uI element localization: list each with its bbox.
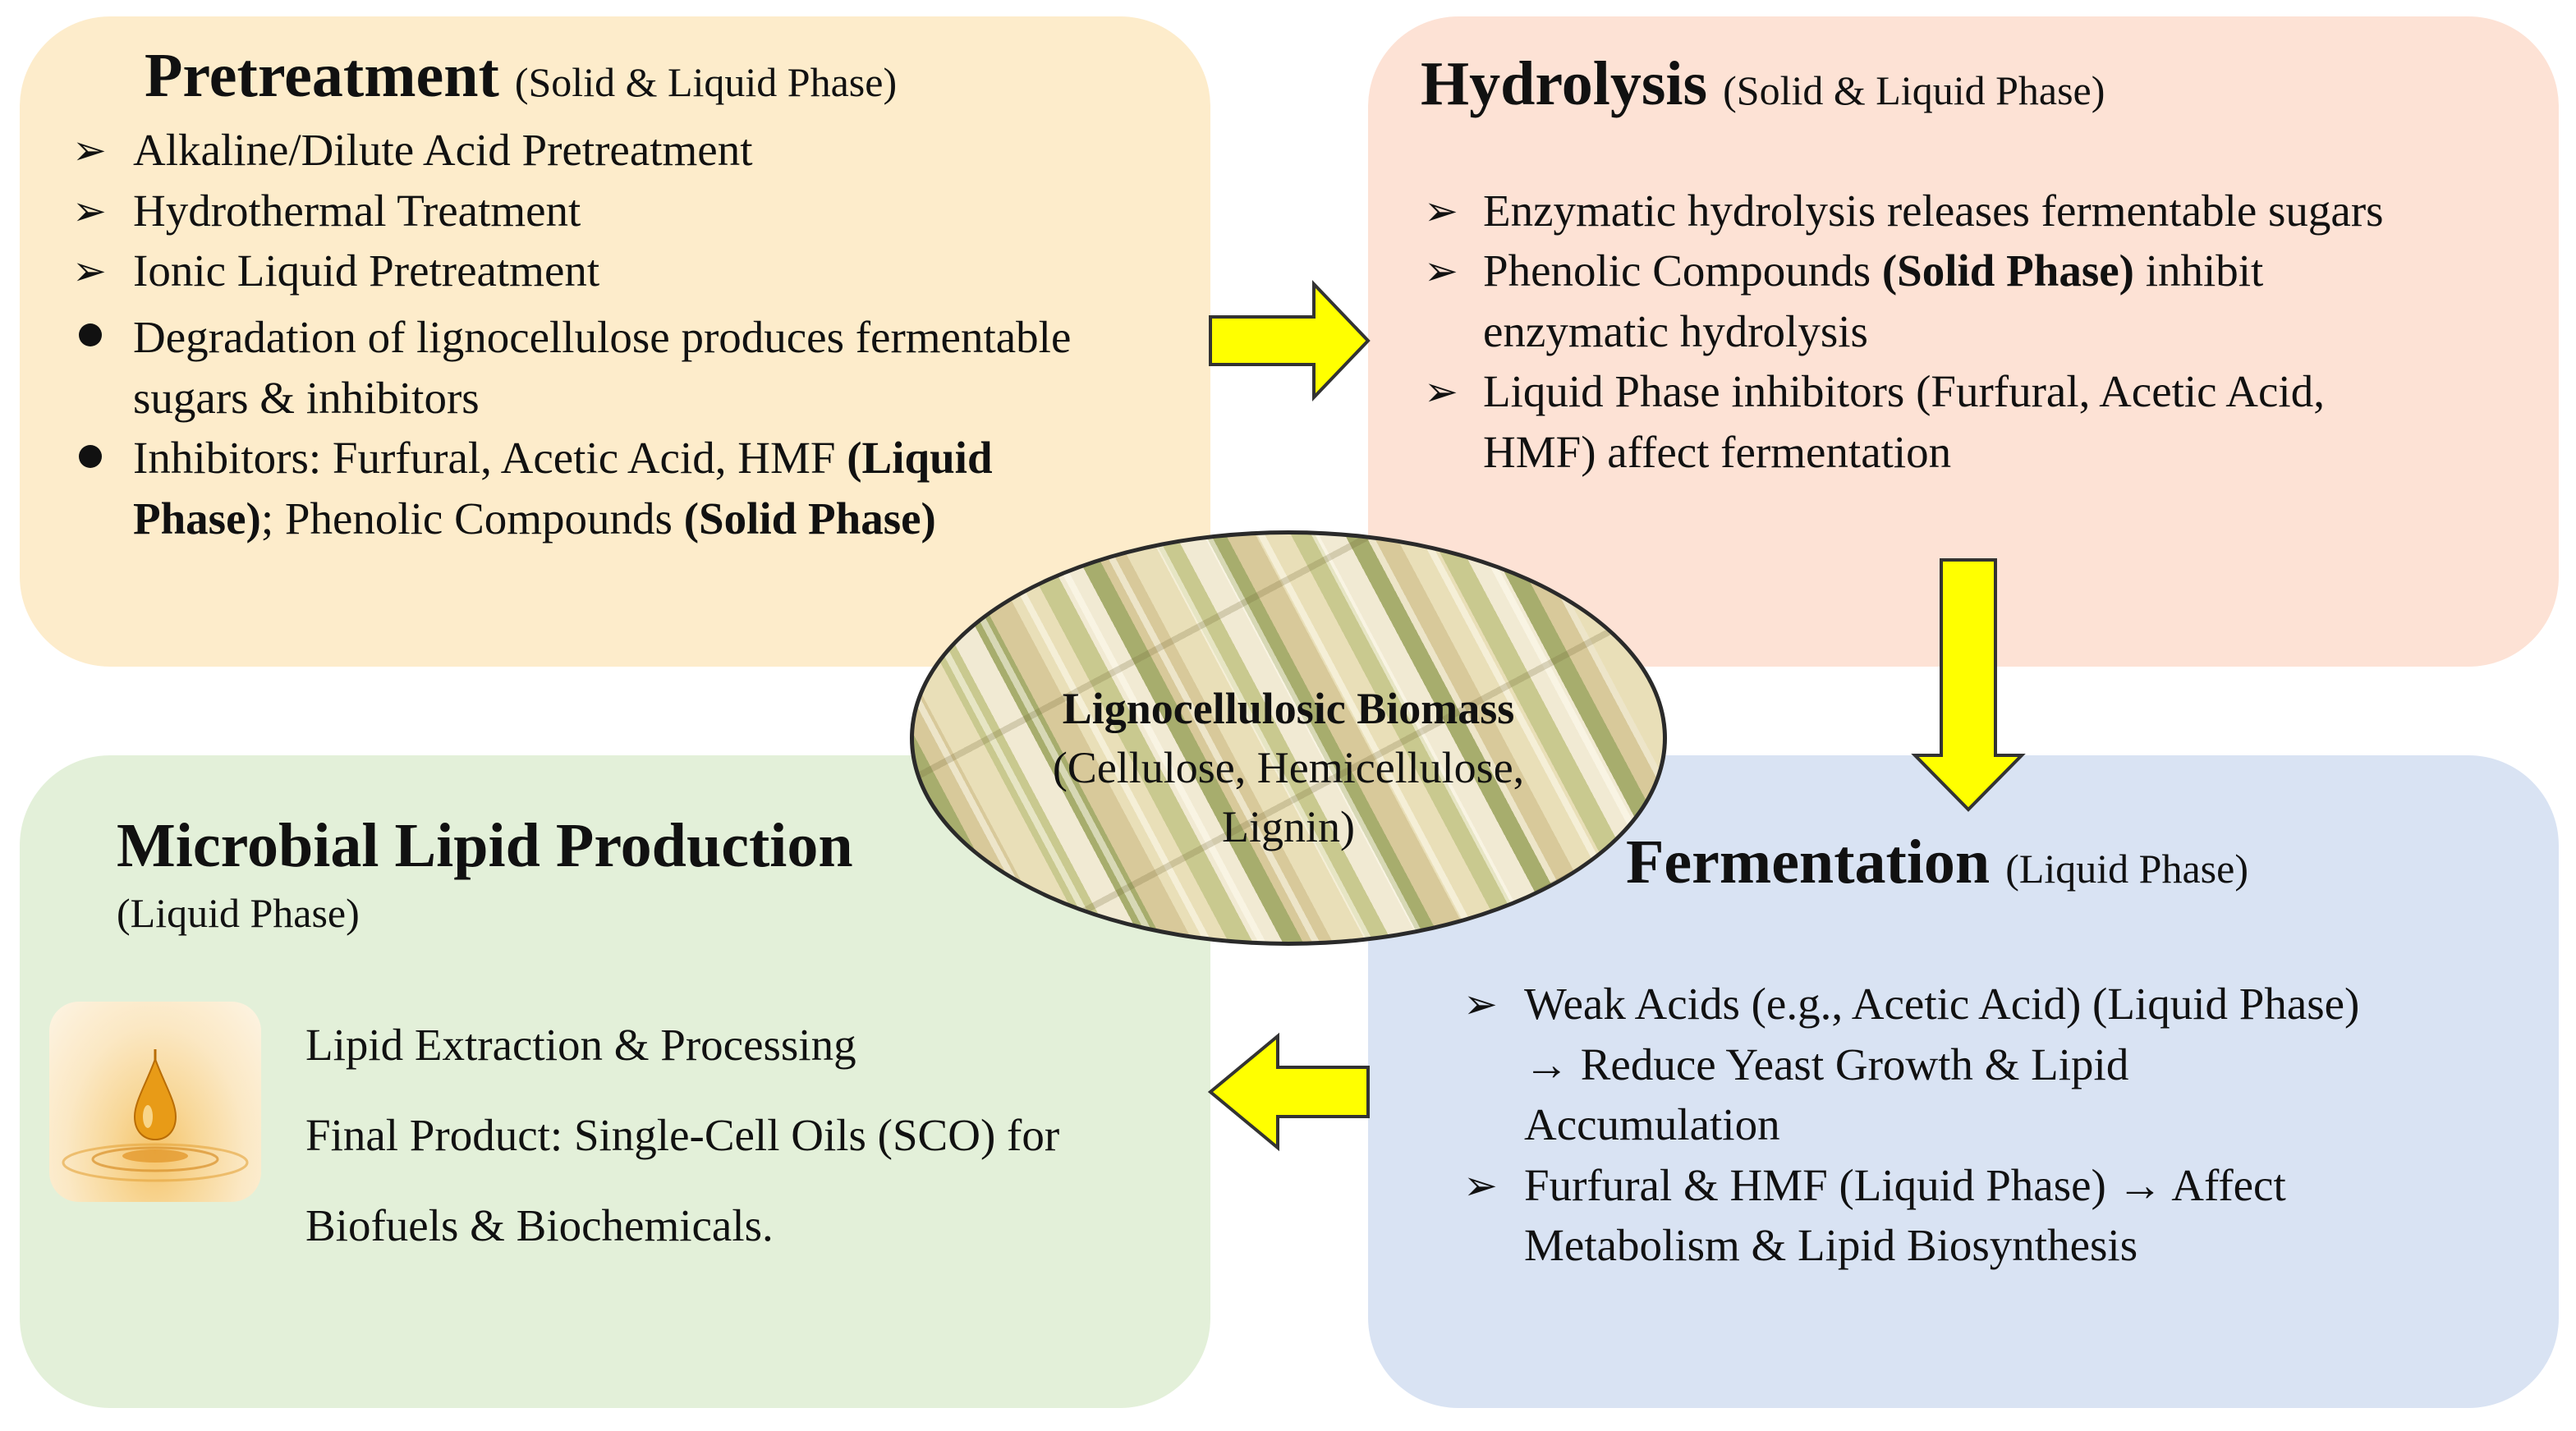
arrow-bullet-icon: ➢ xyxy=(72,248,107,294)
hydrolysis-subtitle: (Solid & Liquid Phase) xyxy=(1723,67,2105,113)
arrow-bullet-icon: ➢ xyxy=(72,188,107,234)
fermentation-item-2-line-2: Metabolism & Lipid Biosynthesis xyxy=(1524,1220,2138,1270)
lipid-line-1: Lipid Extraction & Processing xyxy=(305,1020,856,1070)
arrow-bullet-icon: ➢ xyxy=(1463,981,1498,1027)
arrow-bullet-icon: ➢ xyxy=(72,127,107,173)
lipid-subtitle: (Liquid Phase) xyxy=(117,890,360,936)
fermentation-title: Fermentation (Liquid Phase) xyxy=(1626,828,2248,897)
pretreatment-item-3: Ionic Liquid Pretreatment xyxy=(133,245,600,296)
fermentation-item-1-line-1: Weak Acids (e.g., Acetic Acid) (Liquid P… xyxy=(1524,979,2360,1029)
bullet-dot-icon xyxy=(79,323,102,346)
center-line-2: (Cellulose, Hemicellulose, xyxy=(1052,743,1525,792)
biomass-image xyxy=(910,530,1667,946)
arrow-down-icon xyxy=(1911,558,2026,812)
arrow-bullet-icon: ➢ xyxy=(1424,188,1458,234)
fermentation-subtitle: (Liquid Phase) xyxy=(2005,846,2248,892)
pretreatment-bullet-1-line-2: sugars & inhibitors xyxy=(133,373,480,423)
hydrolysis-item-3-line-2: HMF) affect fermentation xyxy=(1483,427,1952,477)
pretreatment-title: Pretreatment (Solid & Liquid Phase) xyxy=(145,41,898,110)
lipid-line-2: Final Product: Single-Cell Oils (SCO) fo… xyxy=(305,1110,1060,1160)
pretreatment-item-2: Hydrothermal Treatment xyxy=(133,186,581,236)
arrow-bullet-icon: ➢ xyxy=(1463,1163,1498,1209)
pretreatment-subtitle: (Solid & Liquid Phase) xyxy=(514,59,898,105)
oil-drop-icon xyxy=(49,1002,261,1202)
center-title: Lignocellulosic Biomass xyxy=(1062,684,1515,733)
bullet-dot-icon xyxy=(79,445,102,468)
arrow-bullet-icon: ➢ xyxy=(1424,369,1458,415)
lipid-line-3: Biofuels & Biochemicals. xyxy=(305,1200,774,1250)
pretreatment-bullet-2-line-1: Inhibitors: Furfural, Acetic Acid, HMF (… xyxy=(133,433,993,483)
arrow-left-icon xyxy=(1207,1032,1370,1152)
hydrolysis-item-1: Enzymatic hydrolysis releases fermentabl… xyxy=(1483,186,2384,236)
hydrolysis-title: Hydrolysis (Solid & Liquid Phase) xyxy=(1421,49,2105,118)
fermentation-item-1-line-2: → Reduce Yeast Growth & Lipid xyxy=(1524,1039,2129,1089)
center-line-3: Lignin) xyxy=(1222,802,1355,851)
hydrolysis-item-3-line-1: Liquid Phase inhibitors (Furfural, Aceti… xyxy=(1483,366,2325,416)
arrow-right-icon xyxy=(1209,280,1371,401)
fermentation-item-2-line-1: Furfural & HMF (Liquid Phase) → Affect xyxy=(1524,1160,2286,1210)
hydrolysis-item-2-line-1: Phenolic Compounds (Solid Phase) inhibit xyxy=(1483,245,2264,296)
arrow-bullet-icon: ➢ xyxy=(1424,248,1458,294)
hydrolysis-item-2-line-2: enzymatic hydrolysis xyxy=(1483,306,1868,356)
pretreatment-bullet-1-line-1: Degradation of lignocellulose produces f… xyxy=(133,312,1072,362)
pretreatment-bullet-2-line-2: Phase); Phenolic Compounds (Solid Phase) xyxy=(133,493,936,544)
pretreatment-item-1: Alkaline/Dilute Acid Pretreatment xyxy=(133,125,753,175)
fermentation-item-1-line-3: Accumulation xyxy=(1524,1099,1780,1149)
lipid-title: Microbial Lipid Production xyxy=(117,811,853,880)
